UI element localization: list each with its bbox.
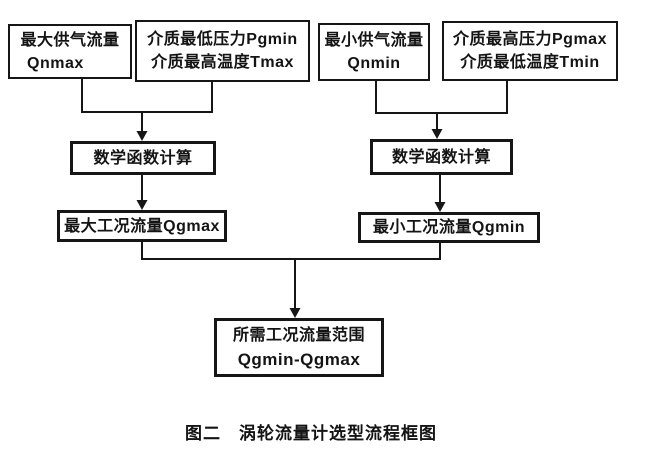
node-label: 介质最高压力Pgmax bbox=[453, 31, 607, 48]
merge-connector-right bbox=[375, 81, 508, 139]
arrow-calc-to-qgmax bbox=[136, 175, 148, 210]
node-label: 数学函数计算 bbox=[391, 148, 491, 166]
node-sublabel: 介质最高温度Tmax bbox=[151, 54, 294, 71]
node-math-function-calc-left: 数学函数计算 bbox=[70, 141, 216, 175]
node-sublabel: 介质最低温度Tmin bbox=[460, 54, 600, 71]
node-label: 所需工况流量范围 bbox=[232, 326, 365, 344]
node-sublabel: Qgmin-Qgmax bbox=[237, 349, 361, 369]
node-sublabel: Qnmax bbox=[27, 54, 84, 72]
arrow-calc-to-qgmin bbox=[434, 175, 446, 212]
arrow-down-icon bbox=[289, 308, 301, 318]
node-min-working-flow: 最小工况流量Qgmin bbox=[358, 212, 540, 243]
arrow-down-icon bbox=[136, 131, 148, 141]
node-label: 数学函数计算 bbox=[93, 149, 193, 167]
node-medium-min-pressure-max-temp: 介质最低压力Pgmin 介质最高温度Tmax bbox=[135, 20, 310, 82]
node-label: 最小工况流量Qgmin bbox=[372, 219, 526, 236]
node-max-working-flow: 最大工况流量Qgmax bbox=[57, 210, 227, 242]
node-label: 最大工况流量Qgmax bbox=[64, 217, 220, 235]
node-min-supply-flow: 最小供气流量 Qnmin bbox=[318, 23, 430, 81]
figure-caption: 图二 涡轮流量计选型流程框图 bbox=[185, 424, 437, 443]
node-sublabel: Qnmin bbox=[347, 55, 401, 72]
node-label: 最小供气流量 bbox=[324, 32, 424, 49]
merge-connector-left bbox=[81, 79, 213, 141]
node-required-flow-range: 所需工况流量范围 Qgmin-Qgmax bbox=[214, 318, 384, 377]
node-max-supply-flow: 最大供气流量 Qnmax bbox=[8, 24, 132, 79]
merge-connector-result bbox=[141, 242, 441, 318]
arrow-down-icon bbox=[434, 202, 446, 212]
node-label: 介质最低压力Pgmin bbox=[147, 31, 298, 48]
arrow-down-icon bbox=[431, 129, 443, 139]
arrow-down-icon bbox=[136, 200, 148, 210]
node-math-function-calc-right: 数学函数计算 bbox=[370, 139, 513, 175]
node-medium-max-pressure-min-temp: 介质最高压力Pgmax 介质最低温度Tmin bbox=[442, 21, 618, 81]
node-label: 最大供气流量 bbox=[20, 31, 120, 49]
